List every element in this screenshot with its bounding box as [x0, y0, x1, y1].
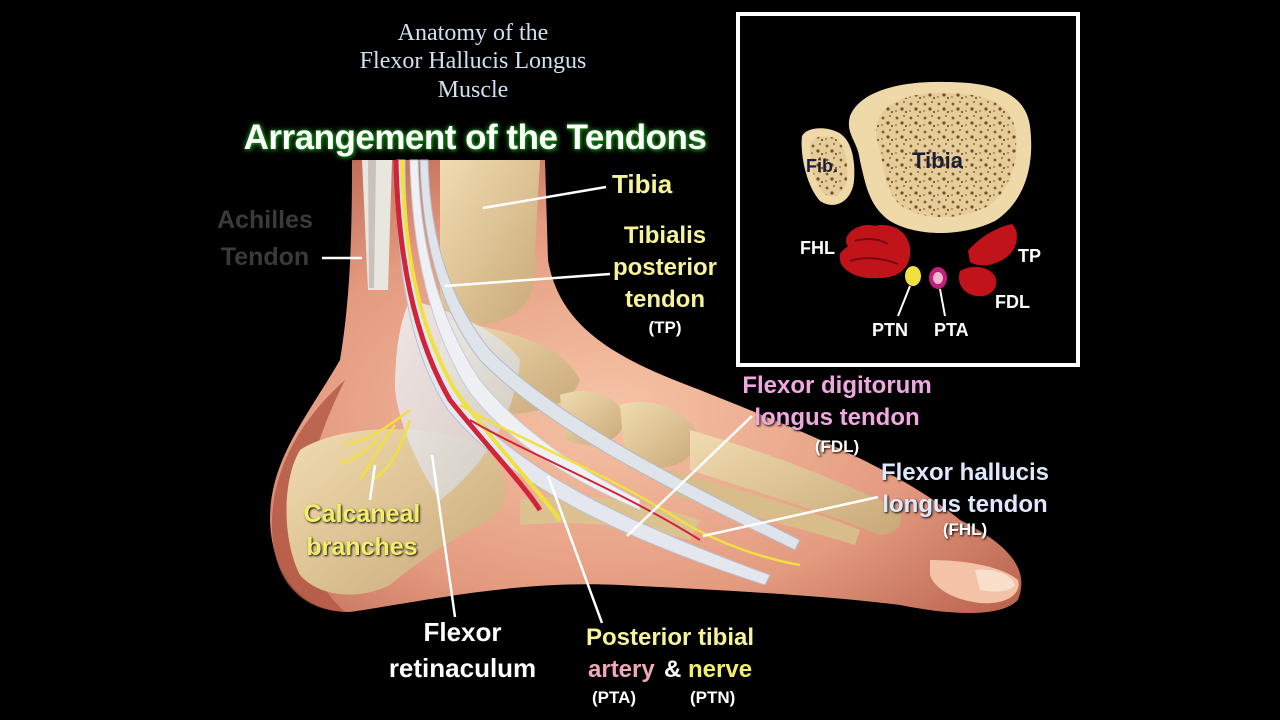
label-ptv-artery: artery [588, 656, 655, 683]
cross-section-inset: Fib. Tibia FHL TP FDL PTN PTA [736, 12, 1080, 367]
calcaneal-branches [339, 408, 412, 482]
fhl-tendon [419, 159, 801, 551]
heel-shade [272, 380, 345, 612]
label-pta-abbr: (PTA) [592, 688, 637, 707]
metatarsal-bone [690, 430, 902, 535]
inset-label-fib: Fib. [806, 156, 838, 176]
tp-muscle [968, 224, 1017, 266]
label-achilles-1: Achilles [217, 206, 313, 234]
label-ptv-amp: & [664, 656, 682, 683]
slide-subtitle: Arrangement of the Tendons [243, 118, 707, 157]
label-fdl-1: Flexor digitorum [742, 372, 932, 399]
fdl-muscle [958, 266, 997, 297]
label-ptv-nerve: nerve [688, 656, 753, 683]
posterior-tibial-artery [393, 159, 543, 512]
label-fhl-1: Flexor hallucis [880, 459, 1050, 486]
label-fhl-2: longus tendon [882, 491, 1048, 518]
inset-label-tibia: Tibia [912, 148, 963, 173]
label-fdl-abbr: (FDL) [814, 437, 860, 456]
label-ptv-1: Posterior tibial [585, 624, 755, 651]
label-tp-1: Tibialis [623, 222, 707, 249]
title-line-3: Muscle [437, 77, 509, 103]
label-calcaneal-1: Calcaneal [303, 500, 421, 528]
big-toe [930, 560, 1019, 604]
cross-section-drawing [801, 81, 1032, 317]
inset-label-fhl: FHL [800, 238, 835, 258]
label-retinaculum-2: retinaculum [388, 653, 537, 683]
label-fhl-abbr: (FHL) [942, 520, 988, 539]
label-achilles-2: Tendon [220, 243, 310, 271]
ptn-nerve [905, 266, 921, 286]
label-tp-3: tendon [625, 286, 705, 313]
fhl-muscle [839, 225, 911, 279]
leader-lines [322, 185, 879, 624]
label-tibia: Tibia [612, 169, 673, 199]
title-line-2: Flexor Hallucis Longus [359, 48, 587, 74]
label-ptn-abbr: (PTN) [690, 688, 736, 707]
posterior-tibial-nerve [400, 159, 562, 522]
label-calcaneal-2: branches [306, 533, 418, 561]
title-line-1: Anatomy of the [397, 20, 549, 46]
inset-label-fdl: FDL [995, 292, 1030, 312]
label-retinaculum-1: Flexor [423, 617, 502, 647]
label-fdl-2: longus tendon [754, 404, 920, 431]
inset-label-pta: PTA [934, 320, 969, 340]
cuneiform-bones [620, 401, 700, 469]
inset-label-ptn: PTN [872, 320, 908, 340]
label-tp-abbr: (TP) [648, 318, 682, 337]
label-tp-2: posterior [612, 254, 717, 281]
inset-label-tp: TP [1018, 246, 1042, 266]
